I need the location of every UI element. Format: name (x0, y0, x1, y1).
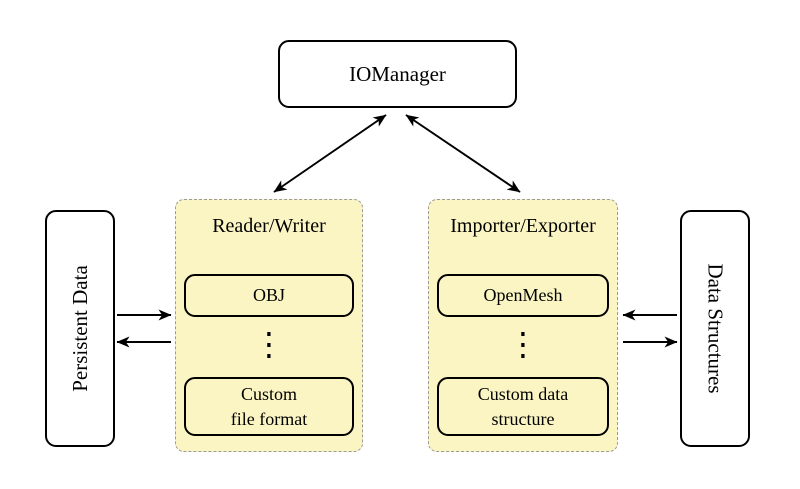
node-openmesh-label: OpenMesh (483, 285, 563, 305)
vertical-ellipsis-left: ⋮ (253, 326, 285, 362)
arrow-iomanager-readerwriter (273, 114, 387, 193)
panel-reader-writer-title: Reader/Writer (212, 215, 326, 237)
panel-importer-exporter: Importer/Exporter OpenMesh ⋮ Custom data… (428, 199, 618, 452)
panel-reader-writer: Reader/Writer OBJ ⋮ Custom file format (175, 199, 363, 452)
node-data-structures-label: Data Structures (703, 263, 728, 394)
node-custom-file-format: Custom file format (184, 377, 354, 436)
node-obj-label: OBJ (252, 285, 285, 305)
custom-data-structure-line1: Custom data (477, 383, 569, 404)
node-custom-file-format-label: Custom file format (231, 382, 307, 432)
node-custom-data-structure-label: Custom data structure (478, 382, 569, 432)
custom-file-format-line1: Custom (240, 383, 297, 404)
node-persistent-data-label: Persistent Data (67, 265, 92, 392)
node-persistent-data: Persistent Data (45, 210, 115, 447)
node-iomanager-label: IOManager (349, 61, 446, 86)
node-iomanager: IOManager (278, 40, 517, 108)
node-custom-data-structure: Custom data structure (437, 377, 609, 436)
node-openmesh: OpenMesh (437, 274, 609, 317)
arrow-iomanager-importerexporter (405, 114, 521, 193)
custom-data-structure-line2: structure (491, 408, 555, 429)
panel-importer-exporter-title: Importer/Exporter (450, 215, 596, 237)
vertical-ellipsis-right: ⋮ (507, 326, 539, 362)
node-data-structures: Data Structures (680, 210, 750, 447)
node-obj: OBJ (184, 274, 354, 317)
custom-file-format-line2: file format (230, 408, 308, 429)
